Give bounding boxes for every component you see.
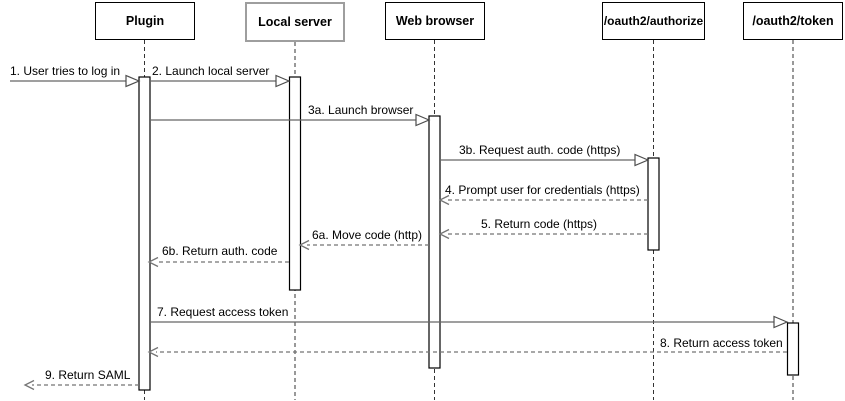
hollow-arrowhead-icon [275,74,291,88]
message-5-label: 5. Return code (https) [481,217,598,231]
message-8-arrow [147,346,787,358]
open-arrowhead-icon [23,379,35,391]
participant-web-browser: Web browser [385,2,485,40]
message-4-arrow [438,194,648,206]
message-3a-arrow [150,113,431,127]
open-arrowhead-icon [298,239,310,251]
participant-plugin: Plugin [95,2,195,40]
participant-web-browser-label: Web browser [395,14,475,28]
participant-oauth2-authorize-label: /oauth2/authorize [603,14,704,28]
participant-oauth2-token: /oauth2/token [743,2,843,40]
hollow-arrowhead-icon [125,74,141,88]
message-9-label: 9. Return SAML [45,368,131,382]
message-6b-label: 6b. Return auth. code [162,244,278,258]
message-3b-label: 3b. Request auth. code (https) [459,143,621,157]
activation-local-server [288,76,302,291]
message-3b-arrow [440,153,650,167]
activation-bars-group [138,76,800,391]
message-7-label: 7. Request access token [157,305,289,319]
open-arrowhead-icon [438,228,450,240]
activation-web-browser [428,115,441,369]
message-6a-arrow [298,239,429,251]
message-4-label: 4. Prompt user for credentials (https) [445,183,640,197]
participant-local-server-label: Local server [258,15,332,29]
hollow-arrowhead-icon [634,153,650,167]
message-1-arrow [10,74,141,88]
message-5-arrow [438,228,648,240]
participant-plugin-label: Plugin [125,14,165,28]
hollow-arrowhead-icon [415,113,431,127]
message-2-arrow [150,74,291,88]
message-7-arrow [150,315,789,329]
open-arrowhead-icon [438,194,450,206]
message-9-arrow [23,379,139,391]
open-arrowhead-icon [147,256,159,268]
message-1-label: 1. User tries to log in [10,64,121,78]
participant-local-server: Local server [245,2,345,42]
message-6a-label: 6a. Move code (http) [312,228,423,242]
hollow-arrowhead-icon [773,315,789,329]
message-2-label: 2. Launch local server [152,64,270,78]
open-arrowhead-icon [147,346,159,358]
activation-plugin [138,76,151,391]
activation-oauth2-authorize [647,157,660,251]
message-6b-arrow [147,256,289,268]
message-3a-label: 3a. Launch browser [308,103,414,117]
participant-oauth2-authorize: /oauth2/authorize [602,2,705,40]
message-8-label: 8. Return access token [660,336,783,350]
participant-oauth2-token-label: /oauth2/token [752,14,834,28]
activation-oauth2-token [786,322,800,376]
